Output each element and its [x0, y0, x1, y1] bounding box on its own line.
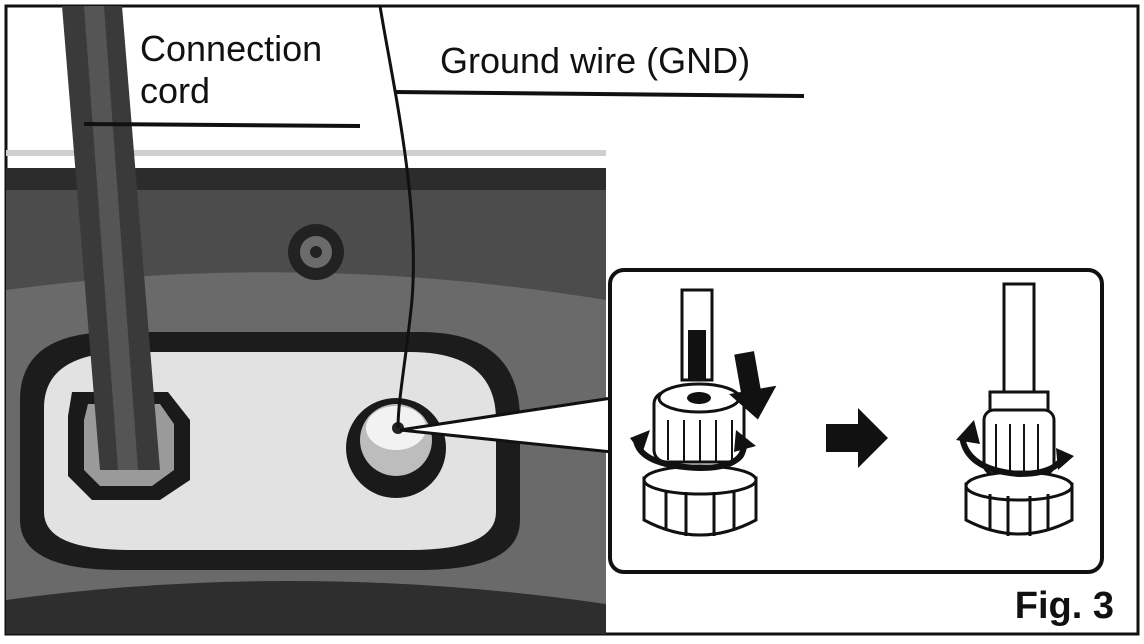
rotate-arrow-icon	[959, 435, 1067, 478]
connection-cord	[62, 6, 160, 470]
step-insert	[630, 288, 777, 537]
connection-cord-label: Connection cord	[140, 28, 323, 111]
ground-wire	[378, 5, 415, 429]
detail-inset	[608, 268, 1104, 574]
arrow-right-icon	[826, 408, 888, 468]
device-panel	[6, 150, 606, 634]
rotate-arrow-icon	[633, 439, 747, 472]
step-tightened	[956, 282, 1074, 536]
connection-cord-leader	[83, 122, 361, 128]
arrow-down-icon	[729, 351, 777, 420]
ground-wire-leader	[393, 90, 805, 98]
figure-number: Fig. 3	[1014, 585, 1114, 627]
ground-wire-label: Ground wire (GND)	[440, 40, 751, 81]
